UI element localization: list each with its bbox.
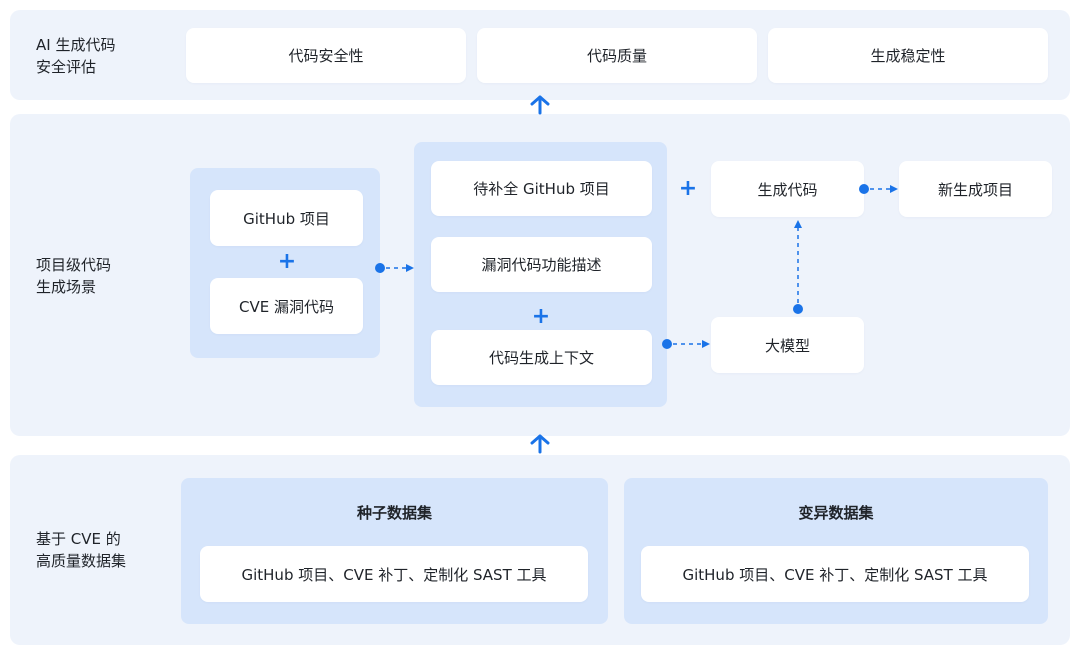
llm-box: 大模型 [711,317,864,373]
dashed-arrow [662,339,710,349]
band-label-line: 基于 CVE 的 [36,530,121,548]
band-label-line: 项目级代码 [36,256,112,274]
band-label-line: 生成场景 [36,278,97,296]
plus-icon: + [277,249,297,274]
generation-context-box: 代码生成上下文 [431,330,652,385]
plus-icon: + [531,304,551,329]
eval-code-quality: 代码质量 [477,28,757,83]
up-arrow-icon [530,434,550,454]
cve-vuln-code-box: CVE 漏洞代码 [210,278,363,334]
seed-dataset-title: 种子数据集 [356,504,432,522]
evaluation-band-label: AI 生成代码 安全评估 [36,34,115,78]
new-project-box: 新生成项目 [899,161,1052,217]
dashed-arrow [375,263,414,273]
github-project-box: GitHub 项目 [210,190,363,246]
band-label-line: 安全评估 [36,58,97,76]
mutated-dataset-content: GitHub 项目、CVE 补丁、定制化 SAST 工具 [641,546,1029,602]
dataset-band-label: 基于 CVE 的 高质量数据集 [36,528,126,572]
band-label-line: 高质量数据集 [36,552,127,570]
plus-icon: + [678,176,698,201]
eval-generation-stability: 生成稳定性 [768,28,1048,83]
dashed-arrow [859,184,898,194]
seed-dataset-content: GitHub 项目、CVE 补丁、定制化 SAST 工具 [200,546,588,602]
dashed-arrow [793,220,803,314]
generated-code-box: 生成代码 [711,161,864,217]
vuln-function-desc-box: 漏洞代码功能描述 [431,237,652,292]
up-arrow-icon [530,95,550,115]
project-to-complete-box: 待补全 GitHub 项目 [431,161,652,216]
mutated-dataset-title: 变异数据集 [798,504,874,522]
band-label-line: AI 生成代码 [36,36,116,54]
scenario-band-label: 项目级代码 生成场景 [36,254,111,298]
eval-code-security: 代码安全性 [186,28,466,83]
